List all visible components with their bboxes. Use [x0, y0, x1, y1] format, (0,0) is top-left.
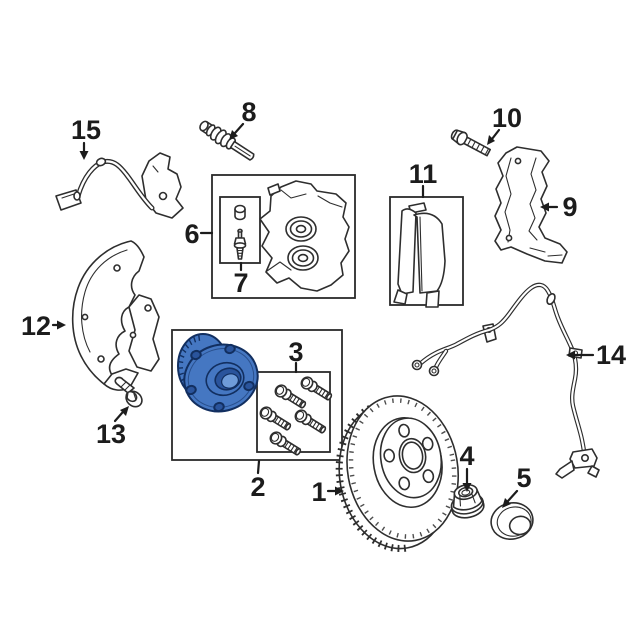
part-brake-rotor	[335, 395, 460, 552]
callout-9: 9	[540, 192, 578, 222]
callout-2: 2	[250, 459, 266, 502]
callout-5: 5	[502, 463, 532, 508]
part-brake-caliper	[259, 180, 350, 292]
callout-label-2: 2	[250, 472, 265, 502]
callout-label-1: 1	[311, 477, 326, 507]
callout-label-3: 3	[288, 337, 303, 367]
callout-label-7: 7	[233, 268, 248, 298]
part-wheel-studs	[259, 376, 333, 456]
part-brake-hose	[55, 152, 184, 219]
callout-label-6: 6	[184, 219, 199, 249]
callout-label-14: 14	[596, 340, 626, 370]
part-shield-bolt	[114, 376, 143, 408]
callout-label-10: 10	[492, 103, 522, 133]
callout-7: 7	[233, 261, 249, 298]
callout-label-11: 11	[409, 159, 438, 189]
callout-label-15: 15	[71, 115, 101, 145]
callout-15: 15	[71, 115, 101, 160]
callout-11: 11	[409, 159, 438, 199]
callout-arrow-5	[506, 489, 519, 503]
callout-10: 10	[487, 103, 522, 145]
callout-leader-2	[256, 459, 261, 475]
part-bleeder-screw-kit	[233, 204, 247, 260]
callout-label-13: 13	[96, 419, 126, 449]
callout-arrow-10	[490, 128, 501, 141]
part-axle-nut	[450, 483, 485, 519]
callout-6: 6	[184, 219, 214, 249]
callout-14: 14	[566, 340, 626, 370]
part-grease-cap	[490, 502, 534, 540]
hub-kit-box	[171, 329, 343, 461]
part-abs-sensor-wire	[411, 282, 600, 479]
part-brake-pads	[393, 202, 446, 308]
callout-13: 13	[96, 406, 129, 449]
callout-12: 12	[21, 311, 66, 341]
callout-label-4: 4	[459, 441, 474, 471]
callout-1: 1	[311, 477, 344, 507]
part-guide-pin	[199, 120, 255, 161]
part-bracket-bolt	[450, 129, 492, 157]
part-hub-bearing	[177, 333, 259, 413]
callout-label-12: 12	[21, 311, 51, 341]
part-caliper-bracket	[494, 146, 568, 264]
callout-label-9: 9	[562, 192, 577, 222]
caliper-kit-box	[211, 174, 356, 299]
callout-8: 8	[229, 97, 257, 140]
callout-arrow-8	[233, 122, 245, 135]
callout-3: 3	[288, 337, 304, 374]
callout-label-5: 5	[516, 463, 531, 493]
callout-4: 4	[459, 441, 475, 492]
callout-arrow-13	[113, 411, 124, 423]
part-dust-shield	[71, 240, 160, 391]
callout-label-8: 8	[241, 97, 256, 127]
